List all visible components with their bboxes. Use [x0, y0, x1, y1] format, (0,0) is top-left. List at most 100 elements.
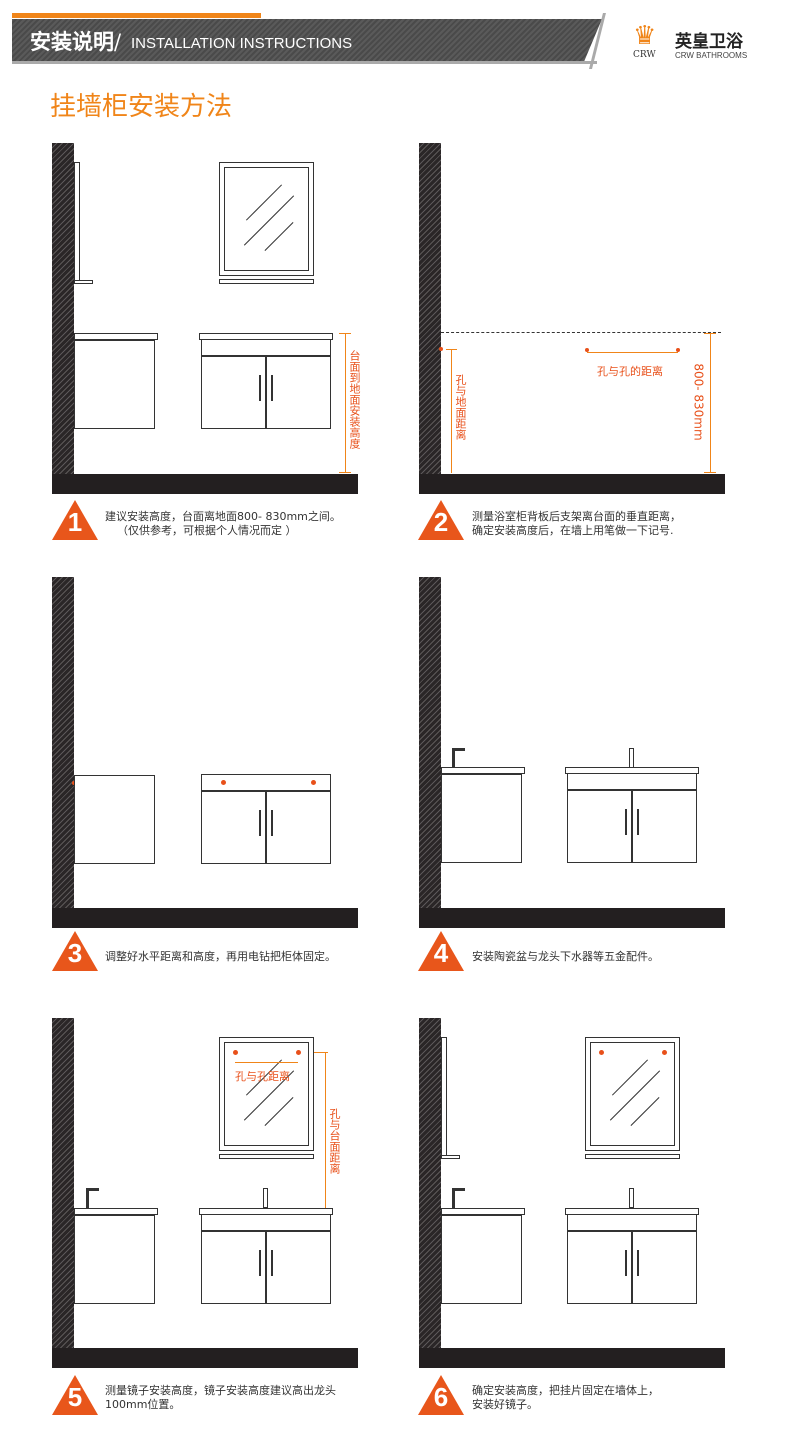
step-1: 1: [52, 500, 98, 540]
door-divider: [265, 355, 267, 429]
dashed-guide: [441, 332, 721, 333]
floor: [419, 474, 725, 494]
mirror-side: [441, 1037, 447, 1157]
step-line: 测量镜子安装高度，镜子安装高度建议高出龙头: [105, 1384, 336, 1397]
mount-hole: [599, 1050, 604, 1055]
wall: [419, 577, 441, 908]
step-6-text: 确定安装高度，把挂片固定在墙体上，安装好镜子。: [472, 1384, 659, 1412]
door-handle: [637, 809, 639, 835]
step-number: 6: [433, 1382, 449, 1412]
faucet-spout: [452, 748, 465, 751]
floor: [52, 1348, 358, 1368]
step-line: 调整好水平距离和高度，再用电钻把柜体固定。: [105, 950, 336, 963]
step-3-text: 调整好水平距离和高度，再用电钻把柜体固定。: [105, 950, 336, 964]
title-cn: 安装说明/: [30, 26, 121, 56]
door-handle: [271, 1250, 273, 1276]
step-line: 测量浴室柜背板后支架离台面的垂直距离，: [472, 510, 681, 523]
cabinet-side: [74, 775, 155, 864]
step-line: 建议安装高度，台面离地面800- 830mm之间。: [105, 510, 341, 523]
dimension-line: [587, 352, 678, 353]
step-5: 5: [52, 1375, 98, 1415]
mirror-glass: [590, 1042, 675, 1146]
step-number: 3: [67, 938, 83, 968]
mirror-glass: [224, 167, 309, 271]
step-number: 1: [67, 507, 83, 537]
floor: [419, 1348, 725, 1368]
door-handle: [259, 810, 261, 836]
faucet-icon: [452, 1188, 455, 1208]
door-handle: [625, 1250, 627, 1276]
step-4: 4: [418, 931, 464, 971]
step-3: 3: [52, 931, 98, 971]
wall: [52, 577, 74, 908]
mount-hole: [311, 780, 316, 785]
title-en: INSTALLATION INSTRUCTIONS: [131, 35, 353, 52]
counter-height-label: 台面到地面安装高度: [348, 350, 361, 449]
faucet-spout: [452, 1188, 465, 1191]
mirror-shelf: [219, 1154, 314, 1159]
step-number: 5: [67, 1382, 83, 1412]
page-heading: 挂墙柜安装方法: [50, 92, 233, 122]
mount-hole: [296, 1050, 301, 1055]
brand-mark: CRW: [633, 50, 656, 60]
door-divider: [265, 1230, 267, 1304]
countertop-side: [74, 1208, 158, 1215]
step-number: 4: [433, 938, 449, 968]
step-6: 6: [418, 1375, 464, 1415]
step-line: 确定安装高度后，在墙上用笔做一下记号.: [472, 524, 674, 537]
floor: [52, 908, 358, 928]
mount-hole: [233, 1050, 238, 1055]
cabinet-side: [441, 1215, 522, 1304]
dimension-line: [314, 1052, 328, 1053]
hole-counter-label: 孔与台面距离: [328, 1108, 341, 1174]
mirror-shelf: [585, 1154, 680, 1159]
mirror-shelf-side: [74, 280, 93, 284]
step-1-text: 建议安装高度，台面离地面800- 830mm之间。（仅供参考，可根据个人情况而定…: [105, 510, 341, 538]
door-handle: [637, 1250, 639, 1276]
hole-mark: [585, 348, 589, 352]
faucet-icon: [452, 748, 455, 768]
door-divider: [631, 1230, 633, 1304]
step-number: 2: [433, 507, 449, 537]
dimension-line: [325, 1052, 326, 1208]
slash: /: [114, 30, 122, 54]
door-handle: [271, 810, 273, 836]
floor: [52, 474, 358, 494]
countertop-side: [441, 1208, 525, 1215]
dimension-line: [451, 349, 452, 473]
wall: [419, 143, 441, 474]
step-line: 安装陶瓷盆与龙头下水器等五金配件。: [472, 950, 659, 963]
cabinet-side: [74, 340, 155, 429]
cabinet-side: [74, 1215, 155, 1304]
step-4-text: 安装陶瓷盆与龙头下水器等五金配件。: [472, 950, 659, 964]
faucet-icon: [629, 1188, 634, 1208]
dimension-line: [345, 333, 346, 473]
crown-icon: ♛: [633, 21, 657, 51]
faucet-icon: [629, 748, 634, 768]
door-handle: [259, 375, 261, 401]
dimension-line: [339, 472, 351, 473]
mirror-side: [74, 162, 80, 282]
wall: [52, 143, 74, 474]
dimension-line: [446, 349, 457, 350]
door-handle: [625, 809, 627, 835]
wall: [52, 1018, 74, 1348]
countertop-side: [74, 333, 158, 340]
hole-mark: [676, 348, 680, 352]
dimension-line: [235, 1062, 298, 1063]
wall: [419, 1018, 441, 1348]
height-range-label: 800- 830mm: [691, 363, 706, 441]
mirror-shelf: [219, 279, 314, 284]
dimension-line: [710, 333, 711, 473]
mount-hole: [221, 780, 226, 785]
brand-name-en: CRW BATHROOMS: [675, 51, 748, 60]
step-line: 安装好镜子。: [472, 1398, 538, 1411]
door-handle: [259, 1250, 261, 1276]
dimension-line: [339, 333, 351, 334]
door-handle: [271, 375, 273, 401]
accent-bar: [12, 13, 261, 18]
step-line: 确定安装高度，把挂片固定在墙体上，: [472, 1384, 659, 1397]
mirror-shelf-side: [441, 1155, 460, 1159]
divider: [12, 61, 597, 64]
